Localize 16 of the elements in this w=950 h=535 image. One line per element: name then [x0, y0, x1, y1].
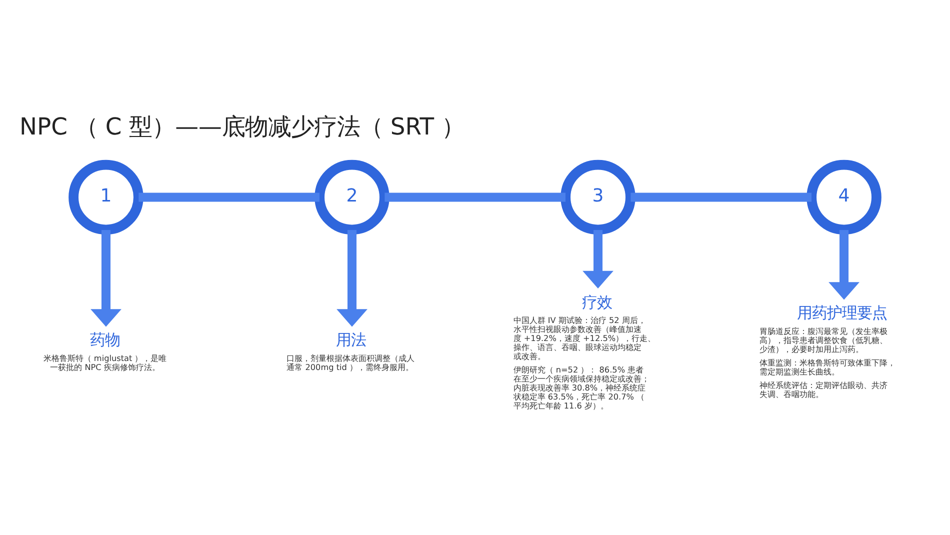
node-circle: 2 — [314, 160, 390, 235]
node-circle: 3 — [560, 160, 636, 235]
diagram-title: NPC （ C 型）——底物减少疗法（ SRT ） — [19, 112, 465, 140]
node-text: 用法 口服，剂量根据体表面积调整（成人通常 200mg tid ），需终身服用。 — [286, 331, 415, 372]
connector — [384, 192, 566, 202]
node-circle: 1 — [68, 160, 144, 235]
connector — [630, 192, 812, 202]
arrow — [90, 230, 122, 327]
arrow — [336, 230, 368, 327]
node-text: 疗效 中国人群 IV 期试验：治疗 52 周后，水平性扫视眼动参数改善（峰值加速度 +19.2%，速度 +12.5%），行走、操作、语言、吞咽、眼球运动均稳定或改善。 伊朗研究（ n=52 ）： 86.5% 患者在至少一个疾病领域保持稳定或改善；内脏表现改善率 30.8%，神经系统症状稳定率 63.5%，死亡率 20.7% （平均死亡年龄 11.6 岁）。 — [513, 293, 656, 411]
connector — [138, 192, 320, 202]
node-circle: 4 — [806, 160, 882, 235]
node-text: 药物 米格鲁斯特（ miglustat ），是唯一获批的 NPC 疾病修饰疗法。 — [43, 331, 167, 372]
arrow — [582, 230, 614, 288]
arrow — [828, 230, 860, 300]
node-text: 用药护理要点 胃肠道反应：腹泻最常见（发生率极高），指导患者调整饮食（低乳糖、少渣），必要时加用止泻药。 体重监测：米格鲁斯特可致体重下降，需定期监测生长曲线。 神经系统评估：定期评估眼动、共济失调、吞咽功能。 — [759, 304, 896, 399]
